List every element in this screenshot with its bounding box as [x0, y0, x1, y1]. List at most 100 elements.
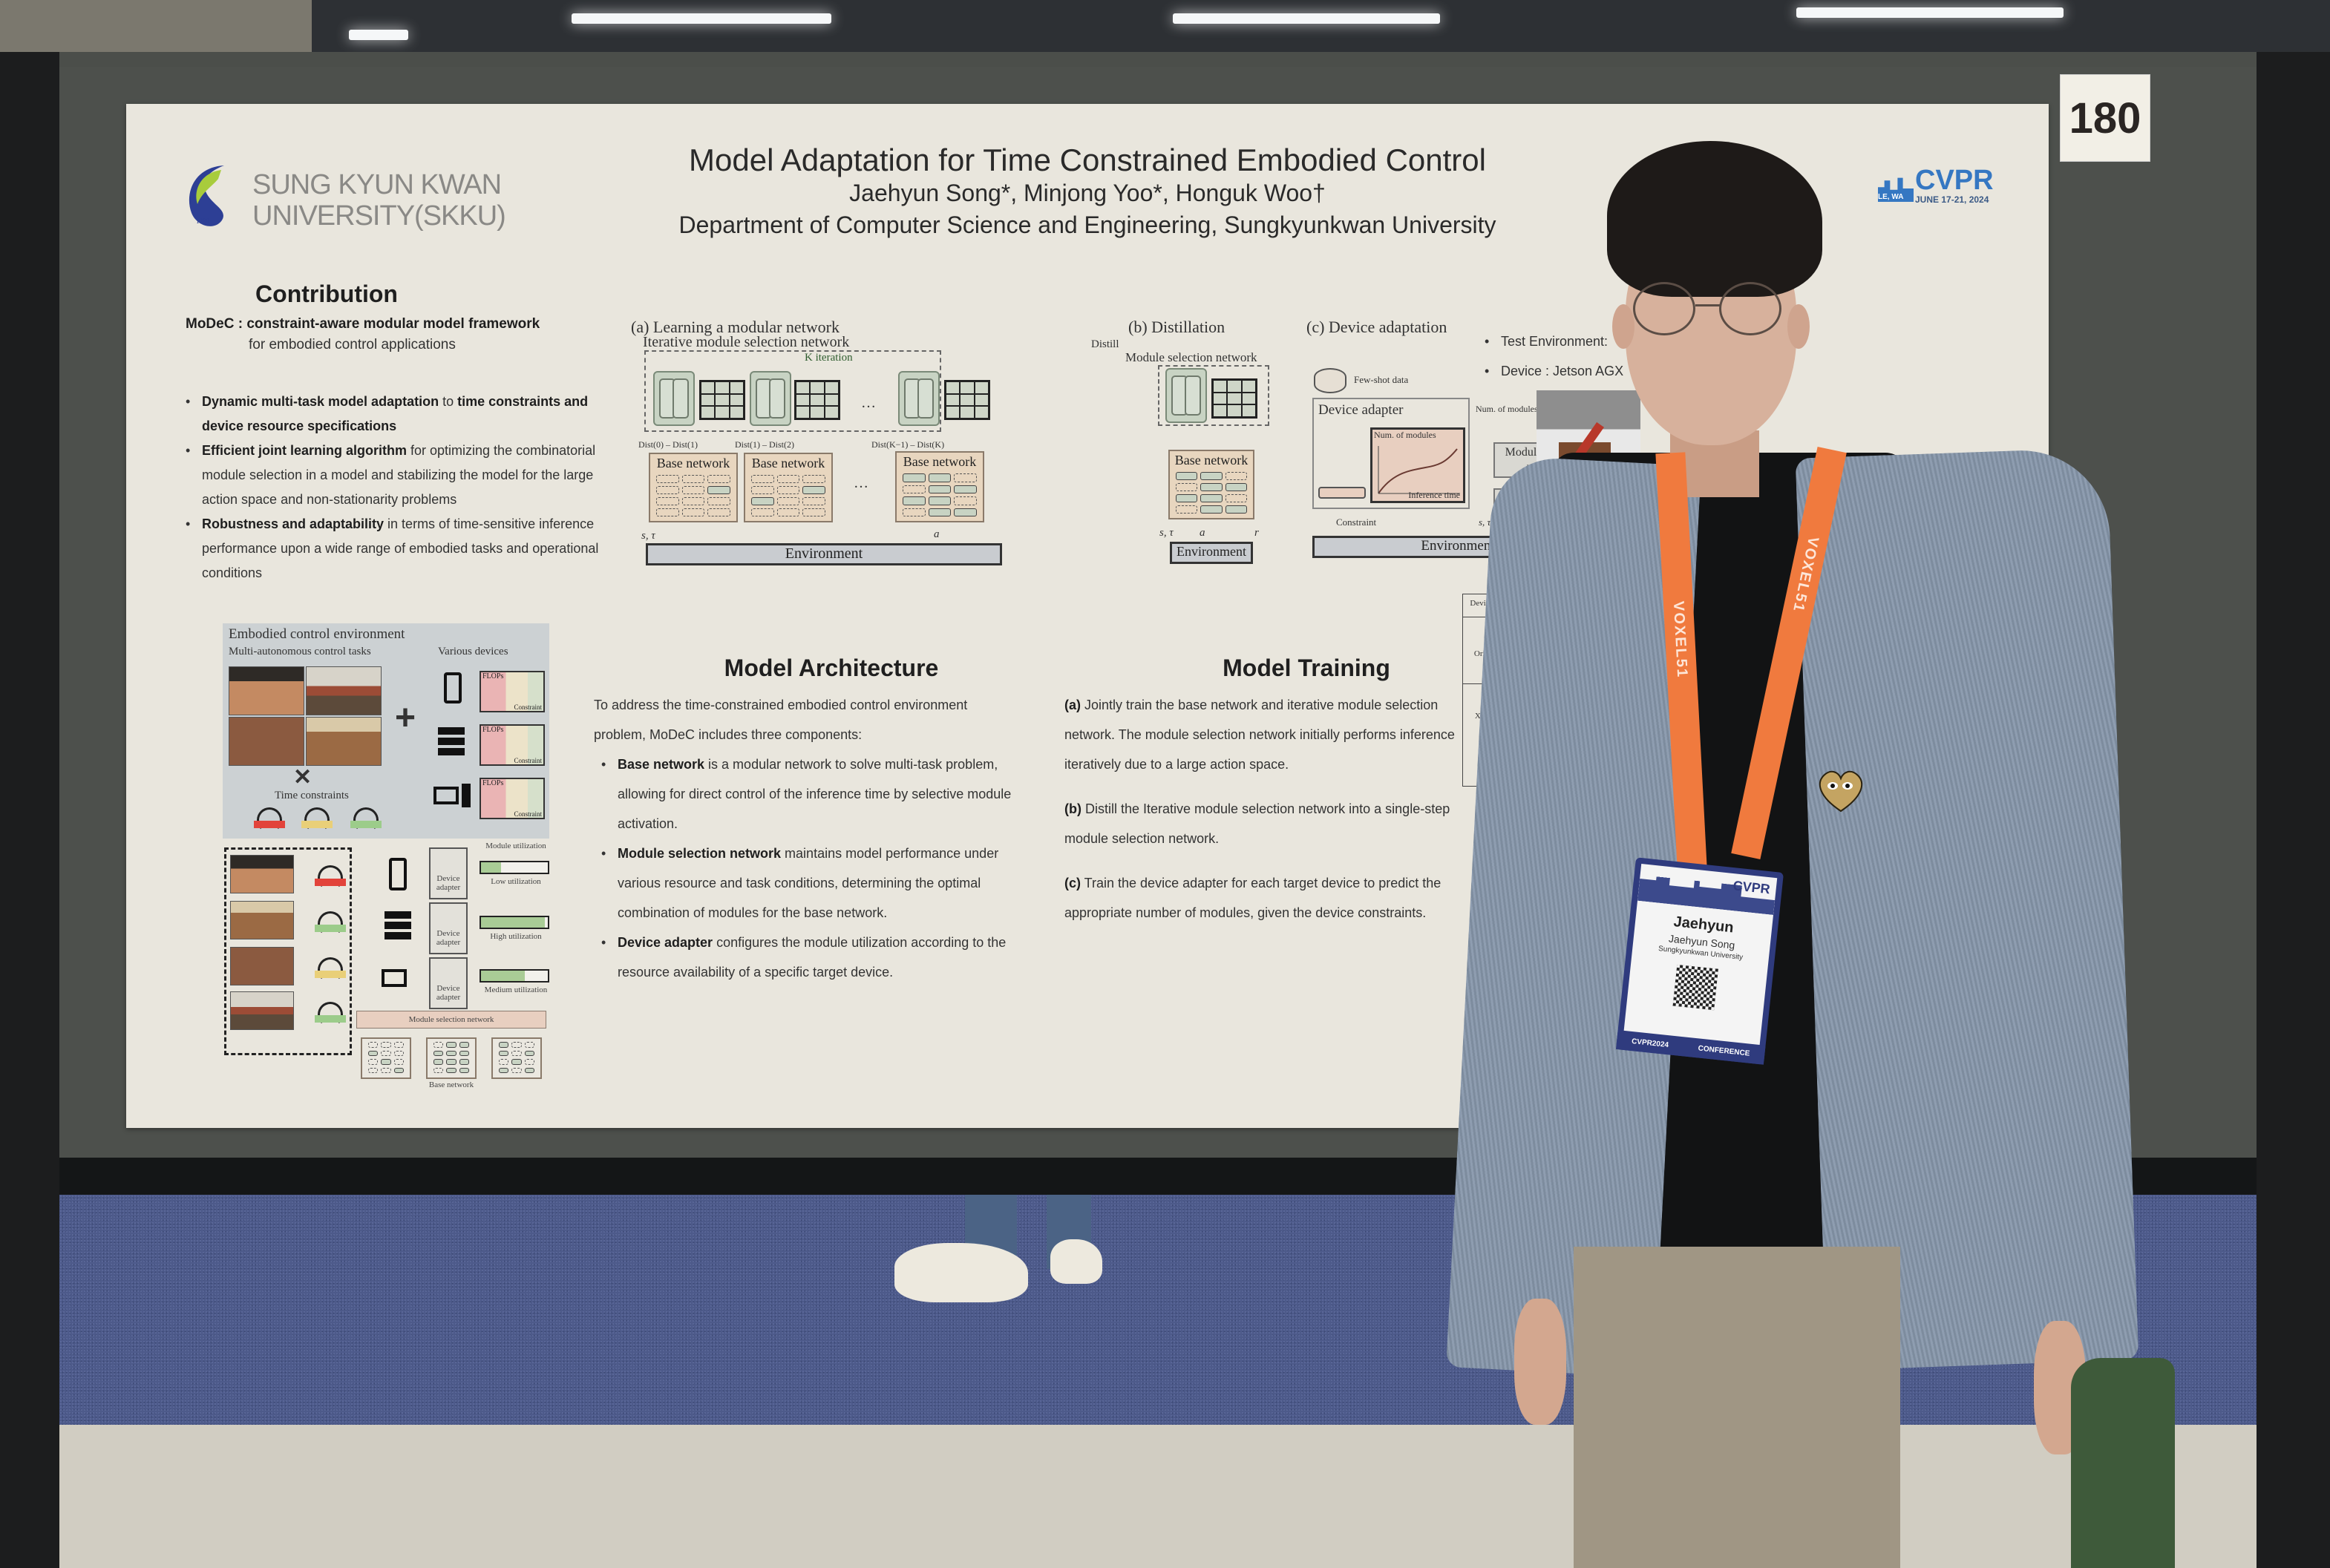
- base-network-label: Base network: [428, 1080, 474, 1089]
- experiment-list: Test Environment: Device : Jetson AGX: [1485, 327, 1707, 386]
- framework-name: MoDeC : constraint-aware modular model f…: [186, 316, 540, 332]
- board-post-left: [0, 52, 59, 1568]
- cvpr-wordmark: CVPR: [1915, 165, 1994, 196]
- training-list: (a) Jointly train the base network and i…: [1064, 690, 1458, 928]
- distill-label: Distill: [1091, 338, 1119, 350]
- action-label: a: [934, 528, 940, 540]
- skku-logo-icon: 1398: [189, 165, 224, 226]
- utilization-bar-high: [480, 916, 549, 929]
- database-icon: [1314, 368, 1346, 393]
- contribution-intro: MoDeC : constraint-aware modular model f…: [186, 314, 601, 355]
- ellipsis: …: [861, 395, 876, 411]
- poster-affiliation: Department of Computer Science and Engin…: [678, 211, 1496, 238]
- ceiling: [0, 0, 2330, 59]
- training-item: (b) Distill the Iterative module selecti…: [1064, 801, 1450, 846]
- base-network-block: Base network: [895, 451, 984, 522]
- state-label: s, τ: [641, 530, 655, 542]
- device-adapter-box: Device adapter: [429, 902, 468, 954]
- selection-matrix: [794, 380, 840, 420]
- device-adapter-block: Device adapter Num. of modules Inference…: [1312, 398, 1470, 509]
- ellipsis: …: [854, 475, 868, 491]
- utilization-label: Medium utilization: [484, 985, 548, 994]
- desktop-icon: [433, 787, 459, 804]
- time-constraints-label: Time constraints: [275, 790, 349, 801]
- cvpr-dates: JUNE 17-21, 2024: [1915, 194, 1989, 205]
- utilization-label: High utilization: [490, 932, 542, 941]
- utilization-label: Low utilization: [491, 877, 541, 886]
- task-photo: [230, 855, 294, 893]
- presenter: VOXEL51 VOXEL51 CVPR Jaehyun Jaehyun Son…: [1446, 134, 2167, 1568]
- hair: [1607, 141, 1822, 297]
- diagram-c-title: (c) Device adaptation: [1306, 318, 1447, 336]
- architecture-heading: Model Architecture: [724, 655, 939, 681]
- architecture-item: Base network is a modular network to sol…: [601, 749, 1017, 839]
- base-network-mini: [361, 1037, 411, 1079]
- base-network-mini: [491, 1037, 542, 1079]
- dist-label: Dist(K−1) – Dist(K): [871, 439, 945, 450]
- times-icon: ✕: [293, 765, 312, 790]
- diagram-b-title: (b) Distillation: [1128, 318, 1225, 336]
- selector-module: [750, 371, 791, 426]
- left-hand: [1514, 1299, 1566, 1425]
- heart-patch-icon: [1819, 770, 1863, 813]
- env-figure-title: Embodied control environment: [229, 626, 405, 642]
- gauge-loose-icon: [315, 911, 346, 936]
- environment-box: Environment: [1170, 542, 1253, 564]
- task-photo: [230, 901, 294, 939]
- task-photo: [306, 666, 382, 715]
- diagram-a-subtitle: Iterative module selection network: [643, 334, 850, 350]
- selection-matrix: [1211, 378, 1257, 419]
- state-label: s, τ: [1159, 527, 1174, 539]
- contribution-item: Robustness and adaptability in terms of …: [186, 512, 601, 585]
- framework-tagline: for embodied control applications: [249, 337, 456, 352]
- training-item: (c) Train the device adapter for each ta…: [1064, 876, 1441, 920]
- few-shot-label: Few-shot data: [1354, 374, 1409, 385]
- poster-authors: Jaehyun Song*, Minjong Yoo*, Honguk Woo†: [849, 180, 1326, 206]
- gauge-loose-icon: [315, 1002, 346, 1027]
- ear: [1612, 304, 1634, 349]
- ceiling-light: [1173, 13, 1440, 24]
- devices-label: Various devices: [438, 646, 508, 657]
- base-network-block: Base network: [1168, 450, 1254, 519]
- reward-label: r: [1254, 527, 1259, 539]
- ceiling-light: [1796, 7, 2064, 18]
- iterative-selection-region: [644, 350, 941, 432]
- server-icon: [384, 911, 411, 941]
- plus-icon: +: [395, 698, 416, 738]
- task-photo: [306, 717, 382, 766]
- university-name-line2: UNIVERSITY(SKKU): [252, 200, 506, 232]
- tasks-label: Multi-autonomous control tasks: [229, 646, 371, 657]
- gauge-tight-icon: [254, 807, 285, 833]
- concrete-floor: [0, 1425, 2330, 1568]
- qr-code-icon: [1672, 964, 1719, 1011]
- embodied-env-figure: Embodied control environment Multi-auton…: [223, 623, 549, 839]
- base-network-block: Base network: [744, 453, 833, 522]
- experiment-item: Device : Jetson AGX: [1485, 356, 1707, 386]
- utilization-bar-medium: [480, 969, 549, 983]
- k-iteration-label: K iteration: [805, 352, 853, 364]
- diagram-a-title: (a) Learning a modular network: [631, 318, 840, 336]
- state-label: s, τ: [1479, 516, 1491, 528]
- glasses-bridge: [1695, 304, 1721, 306]
- desktop-icon: [382, 969, 407, 987]
- conference-badge: CVPR Jaehyun Jaehyun Song Sungkyunkwan U…: [1615, 857, 1784, 1065]
- utilization-bar-low: [480, 861, 549, 874]
- desktop-tower-icon: [462, 784, 471, 807]
- contribution-heading: Contribution: [255, 281, 398, 307]
- contribution-item: Efficient joint learning algorithm for o…: [186, 439, 601, 512]
- glasses-lens-right: [1719, 282, 1781, 335]
- ceiling-light: [572, 13, 831, 24]
- diagram-b-subtitle: Module selection network: [1125, 350, 1257, 364]
- module-selection-network-bar: Module selection network: [356, 1011, 546, 1029]
- action-label: a: [1200, 527, 1205, 539]
- adapter-input-box: [1318, 487, 1366, 499]
- dist-label: Dist(1) – Dist(2): [735, 439, 794, 450]
- cvpr-location: LE, WA: [1878, 193, 1904, 201]
- experiment-item: Test Environment:: [1485, 327, 1707, 356]
- architecture-item: Device adapter configures the module uti…: [601, 928, 1017, 987]
- module-curve-chart: Num. of modules Inference time: [1370, 427, 1465, 503]
- khaki-pants: [1574, 1247, 1900, 1568]
